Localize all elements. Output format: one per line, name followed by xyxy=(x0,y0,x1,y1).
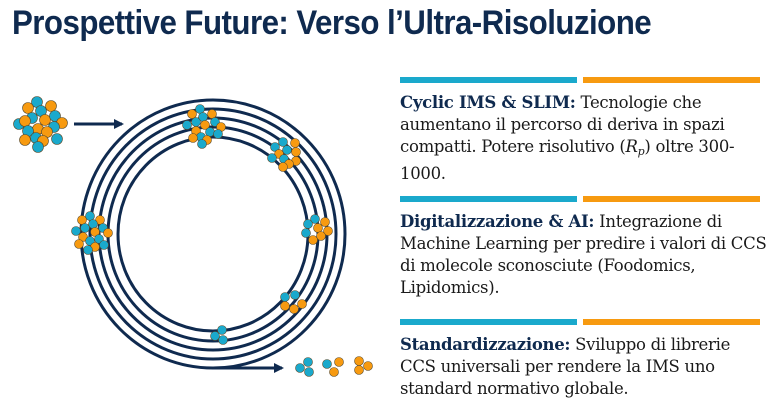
section-text: Cyclic IMS & SLIM: Tecnologie che aument… xyxy=(400,92,770,185)
section-divider xyxy=(400,77,770,83)
section-digitalizzazione: Digitalizzazione & AI: Integrazione di M… xyxy=(400,196,770,299)
left-cluster-icon xyxy=(71,211,113,255)
output-mixed-group-icon xyxy=(322,357,344,377)
section-divider xyxy=(400,319,770,325)
right-cluster-icon xyxy=(301,214,333,245)
section-body: Sviluppo di librerie CCS universali per … xyxy=(400,335,731,398)
resolving-power-symbol: R xyxy=(625,137,638,156)
section-body: Integrazione di Machine Learning per pre… xyxy=(400,212,767,297)
section-heading: Digitalizzazione & AI: xyxy=(400,212,595,231)
bottom-cluster-icon xyxy=(210,325,228,345)
section-body-end: ) oltre 300-1000. xyxy=(400,137,735,183)
section-divider xyxy=(400,196,770,202)
divider-blue-bar xyxy=(400,319,577,325)
divider-blue-bar xyxy=(400,77,577,83)
divider-orange-bar xyxy=(583,77,760,83)
section-text: Standardizzazione: Sviluppo di librerie … xyxy=(400,334,770,400)
section-text: Digitalizzazione & AI: Integrazione di M… xyxy=(400,211,770,299)
section-heading: Cyclic IMS & SLIM: xyxy=(400,93,576,112)
cyclic-ims-diagram xyxy=(13,96,373,377)
top-cluster-icon xyxy=(182,104,226,149)
output-blue-group-icon xyxy=(295,357,314,377)
section-body: Tecnologie che aumentano il percorso di … xyxy=(400,93,725,156)
output-orange-group-icon xyxy=(354,356,373,375)
upper-right-cluster-icon xyxy=(267,137,301,172)
lower-right-cluster-icon xyxy=(280,290,307,314)
page-title: Prospettive Future: Verso l’Ultra-Risolu… xyxy=(12,4,652,42)
section-cyclic-ims: Cyclic IMS & SLIM: Tecnologie che aument… xyxy=(400,77,770,185)
divider-orange-bar xyxy=(583,319,760,325)
divider-blue-bar xyxy=(400,196,577,202)
input-cluster-icon xyxy=(13,96,68,153)
section-heading: Standardizzazione: xyxy=(400,335,571,354)
divider-orange-bar xyxy=(583,196,760,202)
resolving-power-subscript: p xyxy=(637,145,645,158)
section-standardizzazione: Standardizzazione: Sviluppo di librerie … xyxy=(400,319,770,400)
